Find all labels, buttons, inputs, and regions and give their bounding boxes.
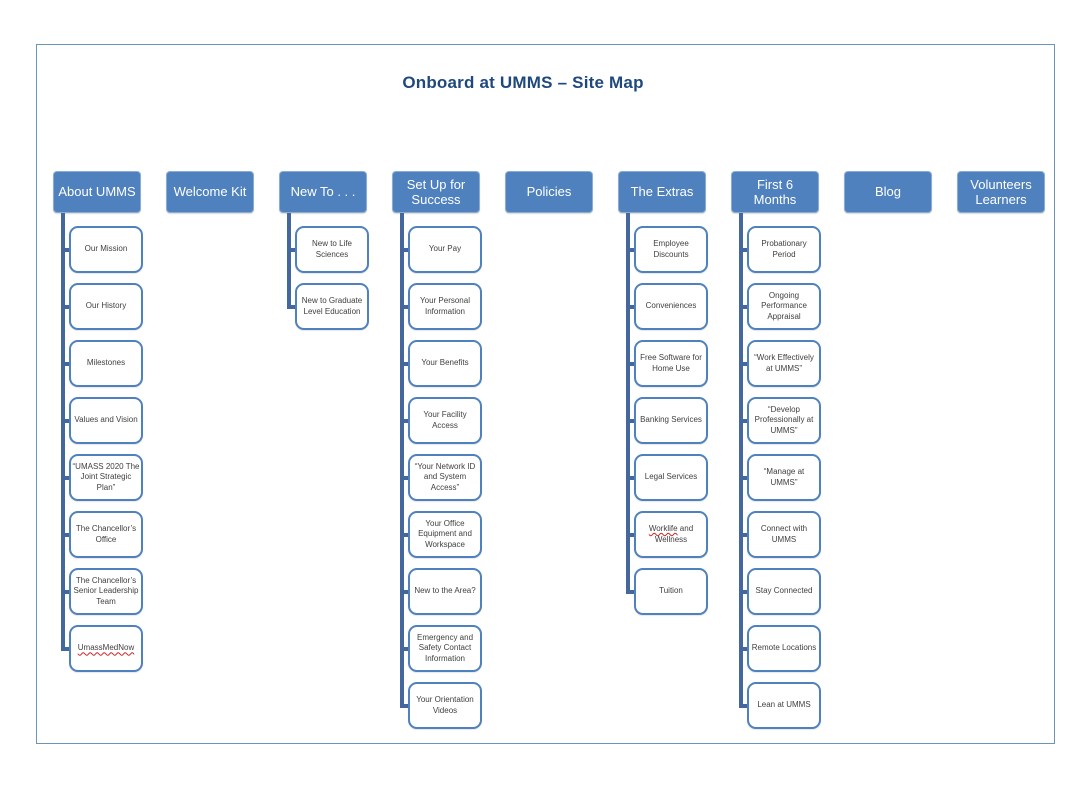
sitemap-node-child: Employee Discounts	[634, 226, 708, 273]
sitemap-node-child: Your Orientation Videos	[408, 682, 482, 729]
connector-stub	[400, 247, 411, 252]
sitemap-node-header: Policies	[505, 171, 593, 213]
sitemap-node-child: Your Personal Information	[408, 283, 482, 330]
sitemap-node-header: About UMMS	[53, 171, 141, 213]
connector-stub	[739, 418, 750, 423]
connector-stub	[400, 475, 411, 480]
sitemap-node-child: Lean at UMMS	[747, 682, 821, 729]
sitemap-node-child: Connect with UMMS	[747, 511, 821, 558]
sitemap-frame: Onboard at UMMS – Site Map About UMMS Our…	[36, 44, 1055, 744]
sitemap-node-child: Your Facility Access	[408, 397, 482, 444]
sitemap-node-header: Volunteers Learners	[957, 171, 1045, 213]
sitemap-node-child: New to the Area?	[408, 568, 482, 615]
sitemap-node-child: “UMASS 2020 The Joint Strategic Plan”	[69, 454, 143, 501]
sitemap-node-header: New To . . .	[279, 171, 367, 213]
connector-stub	[400, 304, 411, 309]
sitemap-column-blog: Blog	[844, 45, 957, 743]
sitemap-node-child: Remote Locations	[747, 625, 821, 672]
connector-stub	[739, 361, 750, 366]
sitemap-node-child: Your Office Equipment and Workspace	[408, 511, 482, 558]
connector-stub	[626, 475, 637, 480]
sitemap-node-child: Free Software for Home Use	[634, 340, 708, 387]
sitemap-node-child: Emergency and Safety Contact Information	[408, 625, 482, 672]
sitemap-node-child: Your Pay	[408, 226, 482, 273]
sitemap-node-child: Your Benefits	[408, 340, 482, 387]
sitemap-node-child: Legal Services	[634, 454, 708, 501]
connector-stub	[287, 304, 298, 309]
connector-stub	[61, 475, 72, 480]
connector-stub	[61, 361, 72, 366]
spellcheck-underlined-text: UmassMedNow	[77, 643, 135, 653]
connector-stub	[61, 304, 72, 309]
sitemap-node-child: The Chancellor’s Office	[69, 511, 143, 558]
connector-stub	[61, 247, 72, 252]
connector-line	[61, 213, 65, 651]
connector-stub	[61, 418, 72, 423]
connector-stub	[626, 247, 637, 252]
connector-stub	[626, 589, 637, 594]
spellcheck-underlined-text: Worklife	[648, 524, 678, 534]
sitemap-node-child: “Your Network ID and System Access”	[408, 454, 482, 501]
sitemap-node-header: Blog	[844, 171, 932, 213]
connector-stub	[61, 646, 72, 651]
sitemap-node-child: Values and Vision	[69, 397, 143, 444]
sitemap-node-header: First 6 Months	[731, 171, 819, 213]
connector-stub	[739, 589, 750, 594]
connector-stub	[739, 247, 750, 252]
sitemap-node-child: Our History	[69, 283, 143, 330]
sitemap-node-child: Stay Connected	[747, 568, 821, 615]
sitemap-node-child: Our Mission	[69, 226, 143, 273]
connector-stub	[626, 361, 637, 366]
sitemap-node-child: Ongoing Performance Appraisal	[747, 283, 821, 330]
sitemap-column-policies: Policies	[505, 45, 618, 743]
connector-stub	[626, 304, 637, 309]
sitemap-node-child: “Manage at UMMS”	[747, 454, 821, 501]
sitemap-node-child: Probationary Period	[747, 226, 821, 273]
connector-stub	[739, 304, 750, 309]
connector-line	[739, 213, 743, 708]
sitemap-node-header: Set Up for Success	[392, 171, 480, 213]
sitemap-node-child: “Work Effectively at UMMS”	[747, 340, 821, 387]
sitemap-node-child-label: UmassMedNow	[78, 643, 134, 653]
connector-stub	[739, 646, 750, 651]
connector-stub	[400, 589, 411, 594]
connector-line	[400, 213, 404, 708]
page-title: Onboard at UMMS – Site Map	[402, 73, 644, 92]
connector-stub	[739, 475, 750, 480]
connector-line	[626, 213, 630, 594]
sitemap-node-child: “Develop Professionally at UMMS”	[747, 397, 821, 444]
sitemap-node-child: Milestones	[69, 340, 143, 387]
sitemap-node-header: Welcome Kit	[166, 171, 254, 213]
sitemap-node-child: Conveniences	[634, 283, 708, 330]
sitemap-node-child: New to Graduate Level Education	[295, 283, 369, 330]
connector-stub	[287, 247, 298, 252]
sitemap-node-child: New to Life Sciences	[295, 226, 369, 273]
sitemap-node-child: The Chancellor’s Senior Leadership Team	[69, 568, 143, 615]
sitemap-column-volunteers-learners: Volunteers Learners	[957, 45, 1070, 743]
sitemap-node-child: Worklife and Wellness	[634, 511, 708, 558]
connector-stub	[61, 589, 72, 594]
sitemap-node-child: Banking Services	[634, 397, 708, 444]
connector-stub	[400, 532, 411, 537]
sitemap-column-welcome-kit: Welcome Kit	[166, 45, 279, 743]
connector-stub	[400, 418, 411, 423]
sitemap-node-child: UmassMedNow	[69, 625, 143, 672]
connector-stub	[400, 361, 411, 366]
connector-stub	[61, 532, 72, 537]
connector-stub	[626, 418, 637, 423]
sitemap-node-header: The Extras	[618, 171, 706, 213]
connector-stub	[626, 532, 637, 537]
connector-stub	[400, 703, 411, 708]
connector-stub	[739, 703, 750, 708]
sitemap-node-child: Tuition	[634, 568, 708, 615]
sitemap-node-child-label: Worklife and Wellness	[648, 524, 694, 544]
connector-stub	[400, 646, 411, 651]
connector-line	[287, 213, 291, 309]
connector-stub	[739, 532, 750, 537]
